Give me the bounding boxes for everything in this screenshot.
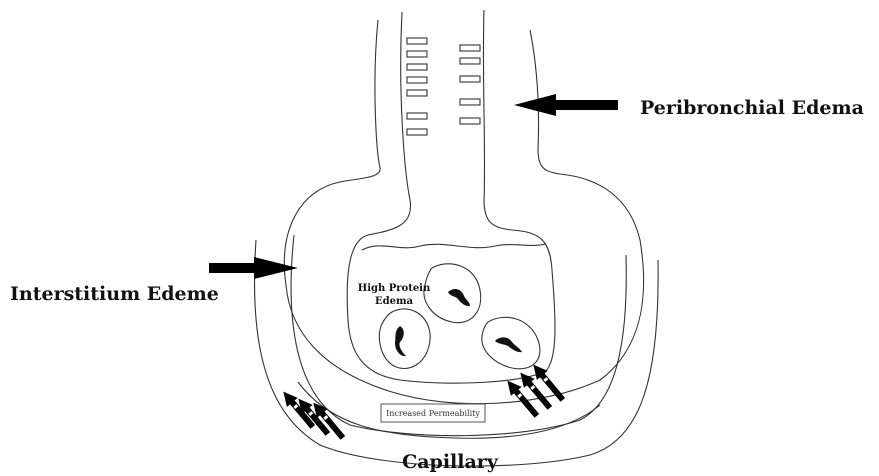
cuff-mark: [460, 45, 480, 51]
permeability-arrow: [528, 360, 568, 404]
cuff-mark: [407, 38, 427, 44]
cuff-mark: [460, 99, 480, 105]
permeability-arrows-right: [502, 360, 568, 420]
bronchus: [284, 10, 643, 404]
cuff-mark: [407, 113, 427, 119]
alveolar-fluid-line: [362, 244, 546, 250]
cuff-mark: [407, 77, 427, 83]
cuff-mark: [460, 76, 480, 82]
bronchus-inner-left-wall: [347, 10, 555, 383]
cuff-mark: [460, 118, 480, 124]
cell-nucleus: [448, 289, 470, 306]
cell-nucleus: [395, 326, 406, 356]
high-protein-label-line1: High Protein: [358, 283, 431, 294]
permeability-arrows-left: [278, 387, 348, 442]
cuff-mark: [407, 129, 427, 135]
cuff-mark: [407, 90, 427, 96]
cuff-mark: [407, 64, 427, 70]
peribronchial-arrow: [514, 94, 618, 116]
cuff-mark: [460, 58, 480, 64]
high-protein-label-line2: Edema: [375, 296, 414, 307]
capillary-outer-wall: [254, 240, 658, 466]
increased-permeability-label: Increased Permeability: [386, 409, 480, 418]
cell: [379, 309, 430, 369]
interstitium-edeme-label: Interstitium Edeme: [10, 283, 219, 305]
cell-nucleus: [495, 337, 522, 352]
permeability-arrow: [502, 376, 542, 420]
capillary: [254, 235, 658, 466]
arrows: [209, 94, 618, 279]
peribronchial-marks: [407, 38, 480, 135]
cells: [379, 264, 540, 369]
permeability-arrow: [278, 387, 318, 431]
cuff-mark: [407, 51, 427, 57]
capillary-label: Capillary: [402, 451, 499, 473]
bronchus-outer-left-wall: [284, 20, 643, 404]
peribronchial-edema-label: Peribronchial Edema: [640, 97, 864, 119]
